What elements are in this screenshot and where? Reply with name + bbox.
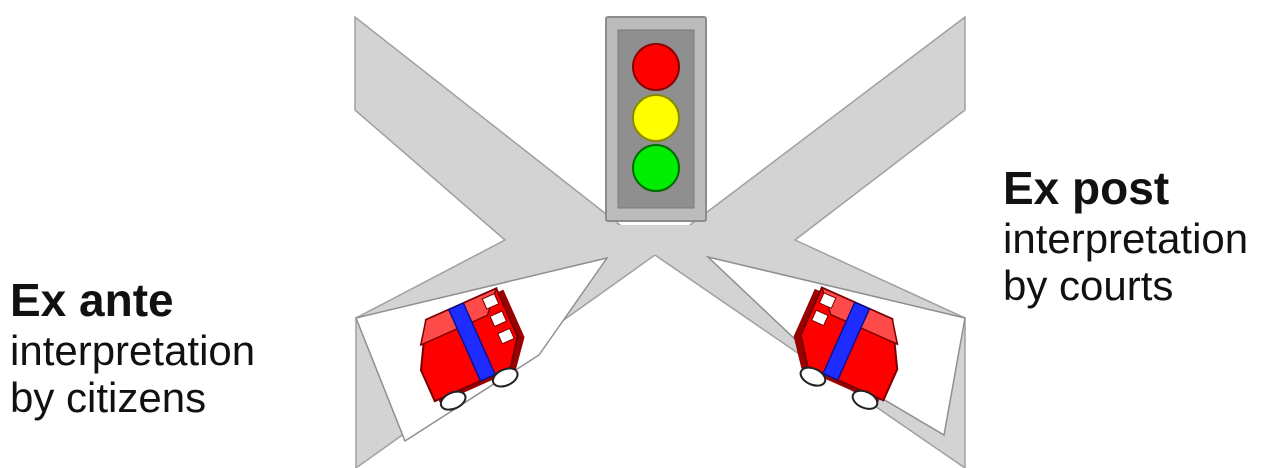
left-label-line-2: by citizens xyxy=(10,374,310,421)
red-light-icon xyxy=(633,44,679,90)
left-interpretation-label: Ex ante interpretation by citizens xyxy=(10,275,310,421)
right-label-line-1: interpretation xyxy=(1003,215,1281,262)
right-label-title: Ex post xyxy=(1003,163,1281,215)
right-interpretation-label: Ex post interpretation by courts xyxy=(1003,163,1281,309)
green-light-icon xyxy=(633,145,679,191)
left-label-line-1: interpretation xyxy=(10,327,310,374)
left-label-title: Ex ante xyxy=(10,275,310,327)
right-label-line-2: by courts xyxy=(1003,262,1281,309)
traffic-light xyxy=(606,17,706,221)
yellow-light-icon xyxy=(633,95,679,141)
